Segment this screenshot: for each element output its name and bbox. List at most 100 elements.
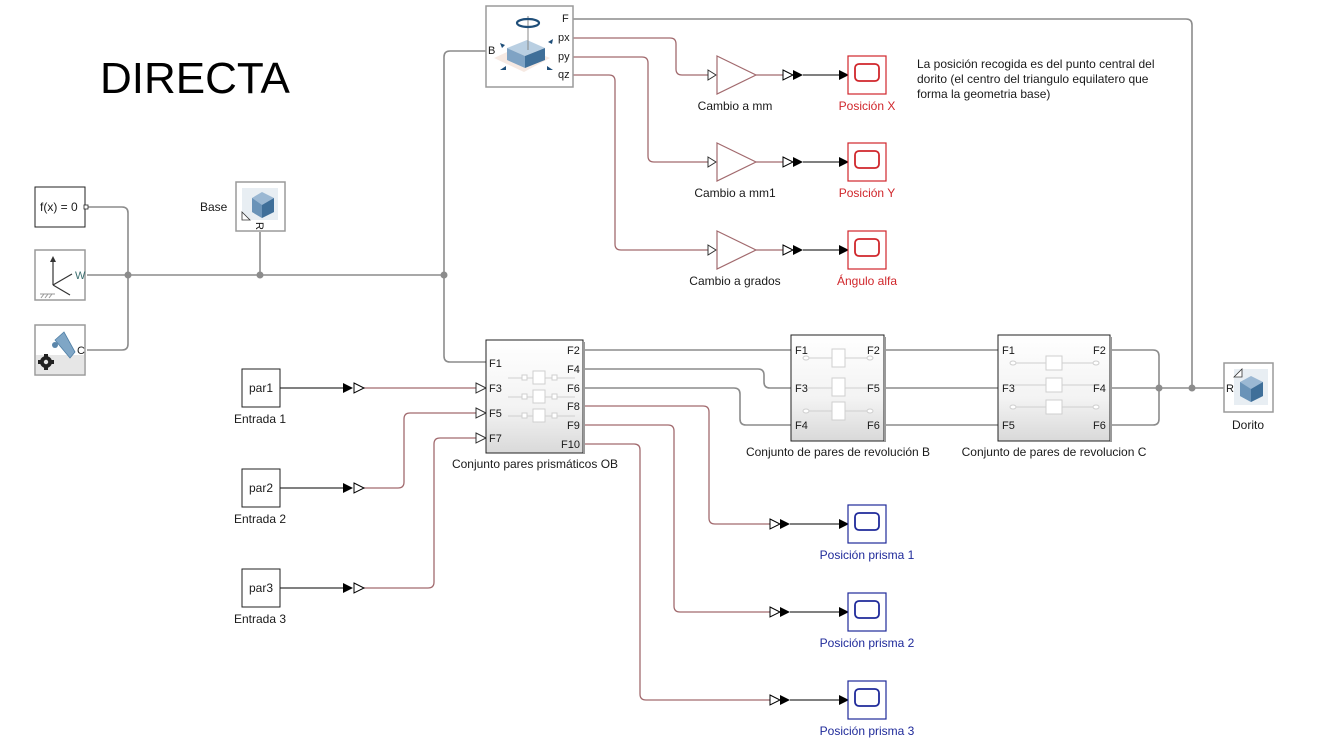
scope-screen-icon <box>854 150 880 169</box>
base-solid-block[interactable]: Base R <box>200 181 286 232</box>
scope-block[interactable]: Posición prisma 2 <box>820 592 915 650</box>
ps-converter-arrow <box>769 694 782 706</box>
wire-py[interactable] <box>573 56 708 163</box>
gain-block[interactable]: Cambio a grados <box>689 230 781 288</box>
gain-block[interactable]: Cambio a mm1 <box>694 142 776 200</box>
gain-input-arrow <box>707 244 717 256</box>
revolute-c-port-F5: F5 <box>1002 420 1015 432</box>
scope-block[interactable]: Posición prisma 1 <box>820 504 915 562</box>
revolute-b-port-F2: F2 <box>867 345 880 357</box>
prismatic-port-F7: F7 <box>489 433 502 445</box>
prismatic-port-F4: F4 <box>567 364 580 376</box>
bottom-scopes: Posición prisma 1 Posición prisma 2 Posici… <box>820 504 915 738</box>
revolute-c-port-F2: F2 <box>1093 345 1106 357</box>
dorito-port: R <box>1226 383 1234 395</box>
scope-block[interactable]: Posición X <box>839 55 896 113</box>
revolute-joint-icons <box>802 348 874 421</box>
note-line-1: La posición recogida es del punto centra… <box>917 57 1155 71</box>
input-box <box>241 468 281 508</box>
scope-screen-icon <box>854 688 880 707</box>
scope-box <box>847 55 887 95</box>
wire-F10[interactable] <box>583 443 770 701</box>
revolute-b-port-F5: F5 <box>867 383 880 395</box>
revolute-b-subsystem-block[interactable]: F1 F3 F4 F2 F5 F6 Conjunto de pares de r… <box>746 334 930 459</box>
annotation-note[interactable]: La posición recogida es del punto centra… <box>917 57 1155 101</box>
ps-converter-arrow <box>353 382 366 394</box>
wire-to-F5[interactable] <box>364 412 476 489</box>
ps-converter-arrow <box>793 70 803 80</box>
prismatic-port-F10: F10 <box>561 439 580 451</box>
solver-config-box <box>34 186 86 228</box>
junction-dot <box>1188 384 1196 392</box>
prismatic-port-F8: F8 <box>567 401 580 413</box>
input-value: par1 <box>249 381 273 395</box>
wire-F6-F4[interactable] <box>583 387 791 426</box>
junction-dot <box>1155 384 1163 392</box>
sensor-signal-wires <box>573 37 784 251</box>
ps-converter-arrow <box>793 245 803 255</box>
prismatic-port-F2: F2 <box>567 345 580 357</box>
wire-to-sensor-B[interactable] <box>443 50 486 275</box>
scope-block[interactable]: Ángulo alfa <box>837 230 897 288</box>
solver-config-label: f(x) = 0 <box>40 200 78 214</box>
ps-converter-arrow <box>353 582 366 594</box>
revolute-b-port-F4: F4 <box>795 420 808 432</box>
mechanism-config-block[interactable]: C <box>34 324 86 376</box>
solid-cube-icon <box>1233 368 1268 405</box>
gain-label: Cambio a mm <box>698 99 773 113</box>
gain-label: Cambio a mm1 <box>694 186 776 200</box>
wire-to-prismatic-F1[interactable] <box>443 275 486 363</box>
scope-block[interactable]: Posición Y <box>839 142 895 200</box>
dorito-solid-block[interactable]: R Dorito <box>1223 362 1274 432</box>
wire-solver-config[interactable] <box>87 206 129 351</box>
sensor-port-px: px <box>558 32 570 44</box>
wire-px[interactable] <box>573 37 708 76</box>
wire-F4-F3[interactable] <box>583 368 791 389</box>
input-signal-wires <box>280 382 488 594</box>
transform-sensor-icon <box>494 16 553 72</box>
transform-sensor-block[interactable]: B F px py qz <box>485 5 574 88</box>
junction-dot <box>256 271 264 279</box>
input-label: Entrada 2 <box>234 512 286 526</box>
scope-label: Posición prisma 3 <box>820 724 915 738</box>
port-arrow <box>475 407 488 419</box>
dorito-label: Dorito <box>1232 418 1264 432</box>
wire-F9[interactable] <box>583 424 770 613</box>
scope-block[interactable]: Posición prisma 3 <box>820 680 915 738</box>
wire-qz[interactable] <box>573 74 708 251</box>
prismatic-subsystem-block[interactable]: F1 F3 F5 F7 F2 F4 F6 F8 F9 F10 Conjunto … <box>452 339 618 471</box>
sensor-port-F: F <box>562 13 569 25</box>
gain-input-arrow <box>707 69 717 81</box>
prismatic-joint-icons <box>508 370 575 423</box>
revolute-c-port-F4: F4 <box>1093 383 1106 395</box>
wire-to-F7[interactable] <box>364 437 476 589</box>
wire-F8[interactable] <box>583 405 770 525</box>
wire-sensor-F-dorito[interactable] <box>573 18 1193 388</box>
ps-converter-arrow <box>769 606 782 618</box>
scope-label: Posición X <box>839 99 896 113</box>
sensor-port-py: py <box>558 51 570 63</box>
ps-converter-arrow <box>353 482 366 494</box>
base-port: R <box>253 222 265 230</box>
revolute-c-port-F6: F6 <box>1093 420 1106 432</box>
scope-label: Posición Y <box>839 186 895 200</box>
ps-converter-arrow <box>793 157 803 167</box>
ps-converter-arrow <box>782 156 795 168</box>
port-arrow <box>475 432 488 444</box>
solver-port <box>83 204 89 210</box>
solid-cube-icon <box>241 188 278 221</box>
solver-config-block[interactable]: f(x) = 0 <box>34 186 89 228</box>
input-box <box>241 368 281 408</box>
port-arrow <box>475 382 488 394</box>
scope-screen-icon <box>854 238 880 257</box>
input-value: par3 <box>249 581 273 595</box>
input-label: Entrada 1 <box>234 412 286 426</box>
gain-block[interactable]: Cambio a mm <box>698 55 773 113</box>
gear-icon <box>38 354 54 370</box>
revolute-c-subsystem-block[interactable]: F1 F3 F5 F2 F4 F6 Conjunto de pares de r… <box>962 334 1147 459</box>
world-frame-block[interactable]: W <box>34 249 86 301</box>
